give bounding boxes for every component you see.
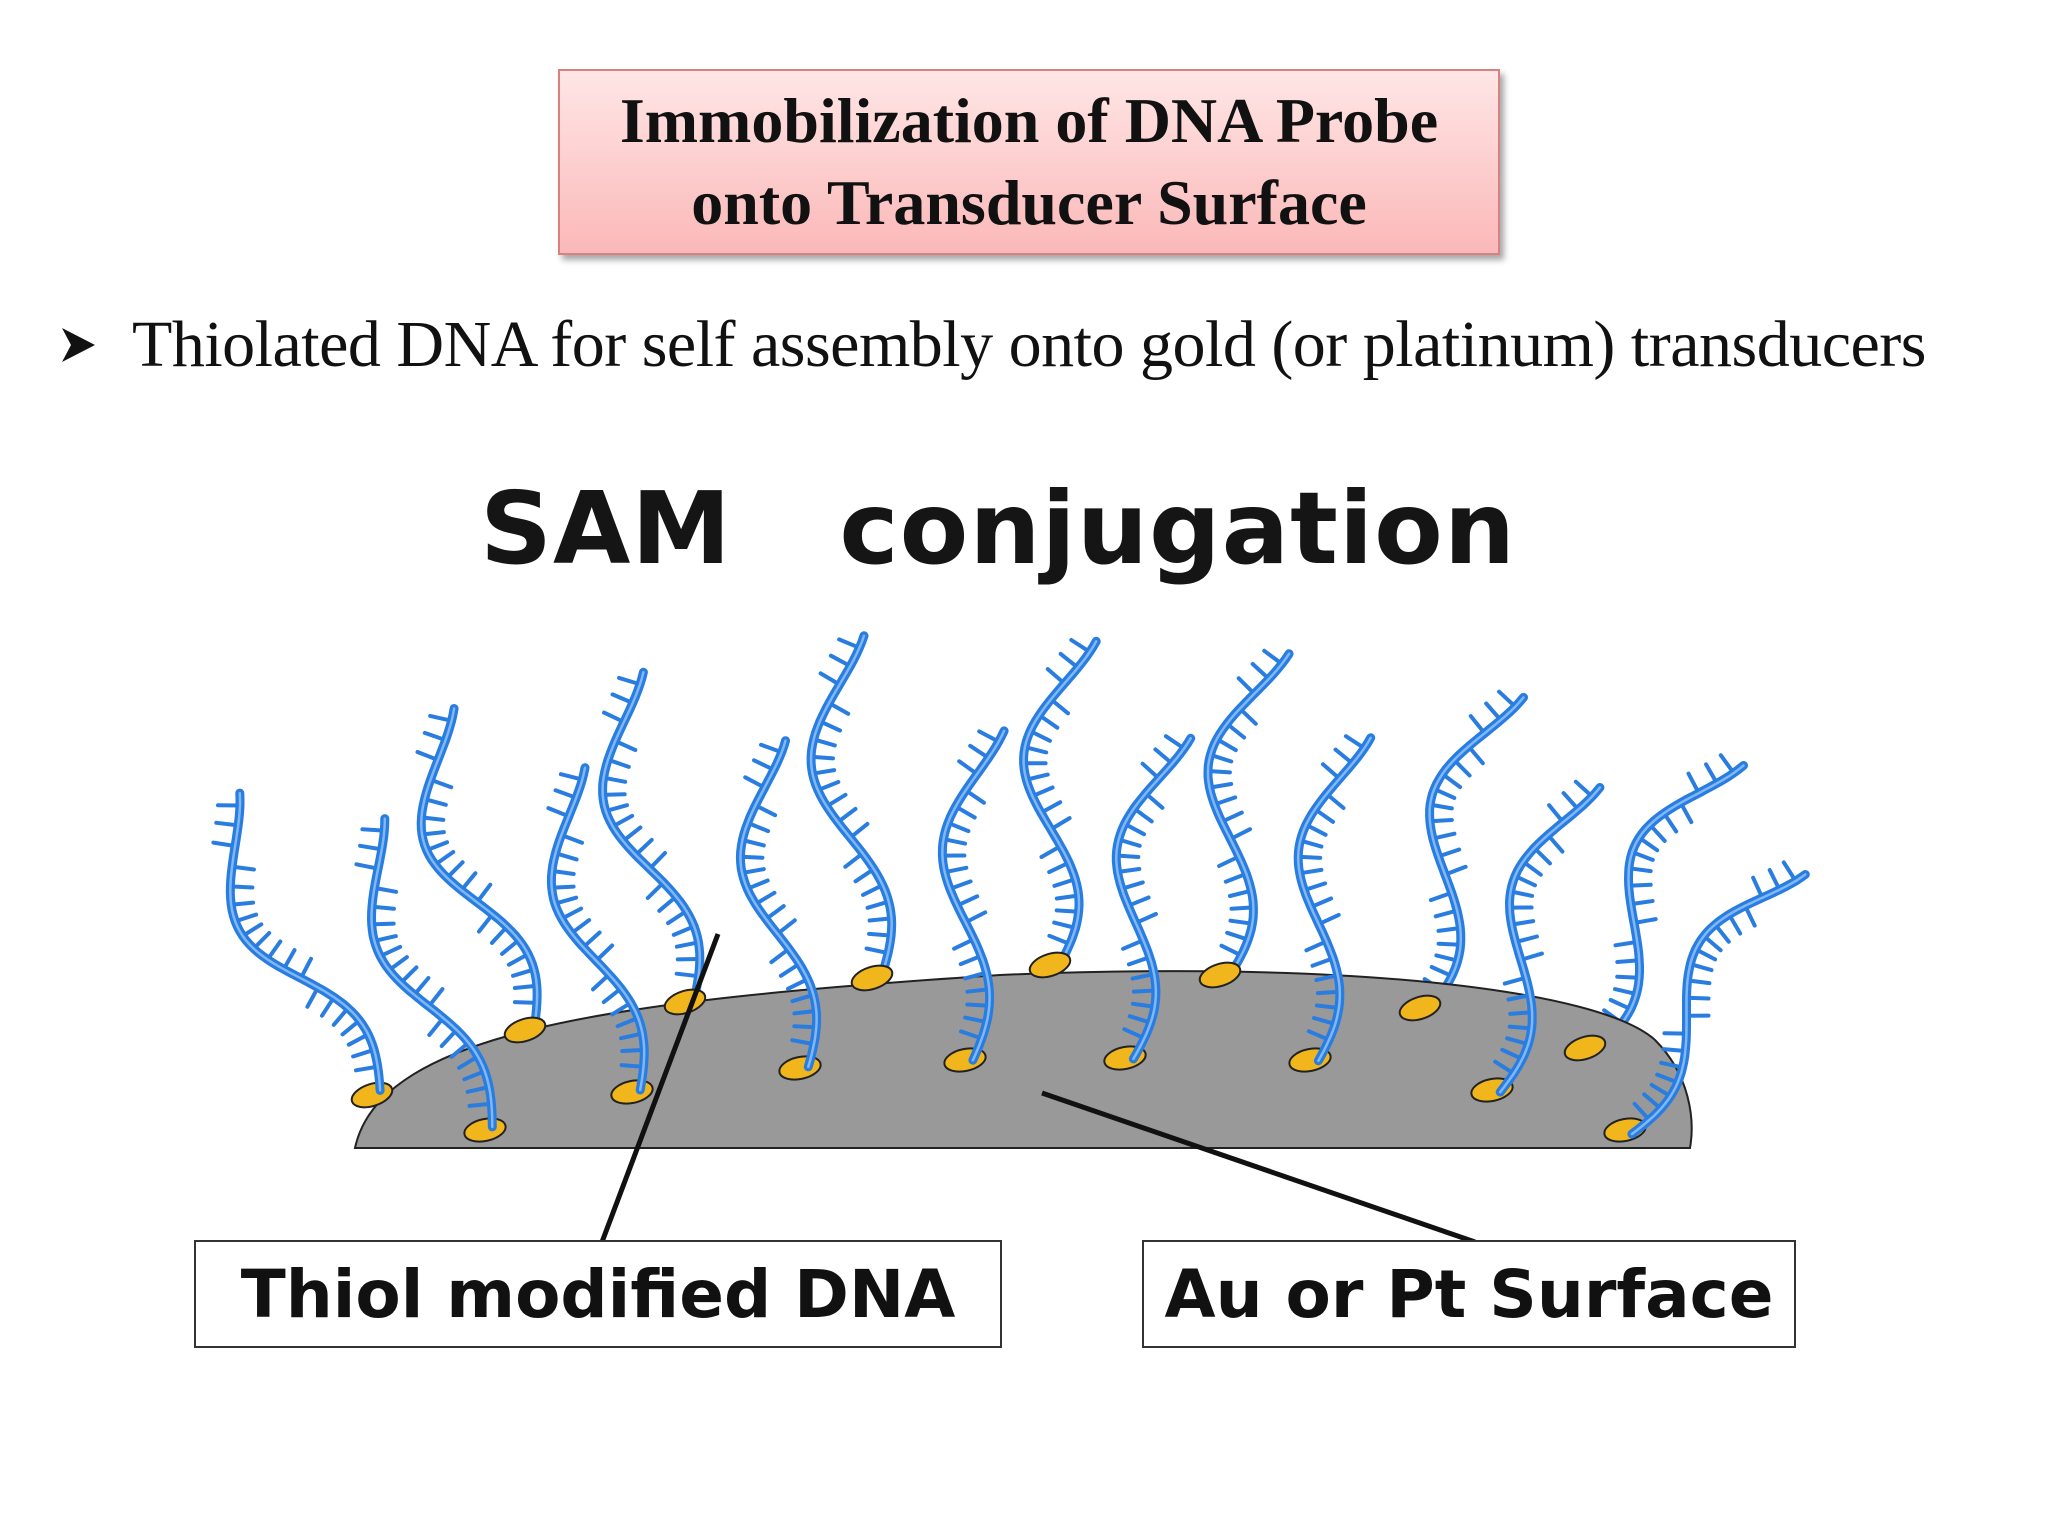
dna-strand: [598, 667, 705, 1005]
dna-strand: [735, 736, 822, 1072]
dna-strand: [1019, 636, 1101, 970]
dna-strand: [806, 631, 897, 982]
dna-backbone-highlight: [941, 729, 1006, 1062]
label-au-pt-surface: Au or Pt Surface: [1142, 1240, 1796, 1348]
dna-backbone-highlight: [1022, 640, 1098, 967]
slide-title-line-2: onto Transducer Surface: [691, 167, 1367, 238]
gold-surface: [353, 970, 1693, 1149]
dna-backbone-highlight: [601, 670, 702, 1002]
thiol-anchor: [1198, 961, 1242, 989]
label-thiol-modified-dna: Thiol modified DNA: [194, 1240, 1002, 1348]
leader-line-dna: [599, 933, 721, 1243]
dna-backbone-highlight: [419, 707, 539, 1029]
dna-strand: [1493, 779, 1605, 1097]
dna-backbone-highlight: [1427, 696, 1525, 1012]
dna-strand: [211, 788, 385, 1095]
dna-strand: [546, 763, 649, 1095]
dna-strand: [415, 704, 542, 1032]
dna-backbone-highlight: [1498, 786, 1602, 1094]
dna-backbone: [598, 667, 705, 1005]
diagram-heading-conjugation: conjugation: [839, 470, 1517, 587]
arrowhead-bullet-icon: [62, 328, 95, 362]
dna-backbone-highlight: [370, 817, 494, 1129]
thiol-anchor: [1398, 994, 1442, 1022]
diagram-heading: SAM conjugation: [480, 470, 1516, 587]
dna-backbone-highlight: [1630, 873, 1807, 1136]
dna-strand: [1422, 689, 1528, 1015]
dna-strand: [1589, 753, 1748, 1057]
dna-strand: [1293, 733, 1376, 1066]
dna-backbone-highlight: [1115, 737, 1192, 1061]
bullet-point: Thiolated DNA for self assembly onto gol…: [58, 305, 1926, 385]
dna-strand: [1111, 733, 1196, 1064]
dna-strand: [354, 814, 497, 1132]
dna-strand: [1627, 860, 1810, 1139]
dna-backbone-highlight: [229, 791, 382, 1092]
slide-title-line-1: Immobilization of DNA Probe: [619, 85, 1439, 156]
thiol-anchor: [503, 1016, 547, 1044]
dna-backbone-highlight: [809, 634, 893, 979]
bullet-text: Thiolated DNA for self assembly onto gol…: [132, 308, 1926, 381]
diagram-heading-sam: SAM: [480, 470, 732, 587]
thiol-anchor: [1563, 1034, 1607, 1062]
leader-line-surface: [1041, 1090, 1476, 1245]
thiol-anchor: [1028, 951, 1072, 979]
slide-title-box: Immobilization of DNA Probe onto Transdu…: [558, 69, 1500, 255]
dna-backbone-highlight: [1592, 764, 1745, 1053]
dna-strand-front-group: [211, 726, 1810, 1139]
thiol-anchor: [850, 964, 894, 992]
dna-backbone-highlight: [739, 739, 818, 1069]
dna-backbone: [225, 788, 385, 1095]
dna-strand-group: [415, 631, 1748, 1057]
dna-backbone: [806, 631, 897, 982]
dna-strand: [1203, 648, 1294, 981]
dna-backbone-highlight: [1296, 736, 1372, 1063]
dna-backbone: [1203, 649, 1294, 981]
dna-strand: [937, 726, 1009, 1065]
dna-backbone-highlight: [550, 766, 646, 1092]
dna-backbone: [1589, 761, 1748, 1057]
dna-backbone-highlight: [1206, 652, 1291, 978]
